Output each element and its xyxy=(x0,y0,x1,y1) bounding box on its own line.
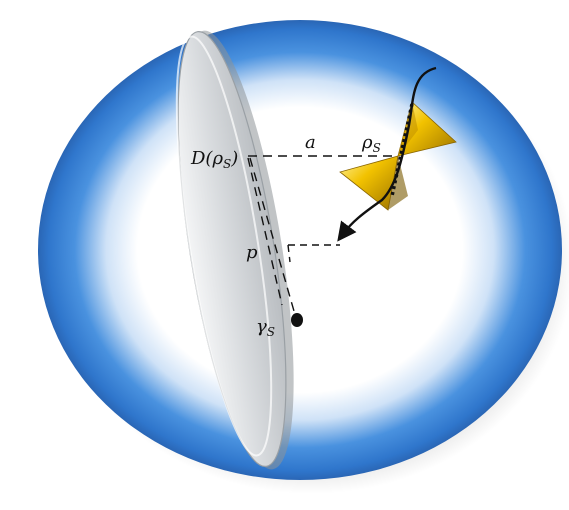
label-p: p xyxy=(246,242,258,263)
label-detector: D(ρS) xyxy=(190,148,238,171)
trajectory-curve xyxy=(337,66,437,242)
label-gamma: γS xyxy=(256,316,275,339)
blue-ring xyxy=(38,20,562,480)
label-rho: ρS xyxy=(361,132,381,155)
dashed-line-detector-left xyxy=(247,157,283,306)
label-a: a xyxy=(305,132,316,153)
detector-disk xyxy=(175,30,294,470)
dashed-line-p-vertical xyxy=(287,244,291,263)
point-marker-icon xyxy=(291,313,303,327)
dashed-line-detector-right xyxy=(249,157,297,319)
